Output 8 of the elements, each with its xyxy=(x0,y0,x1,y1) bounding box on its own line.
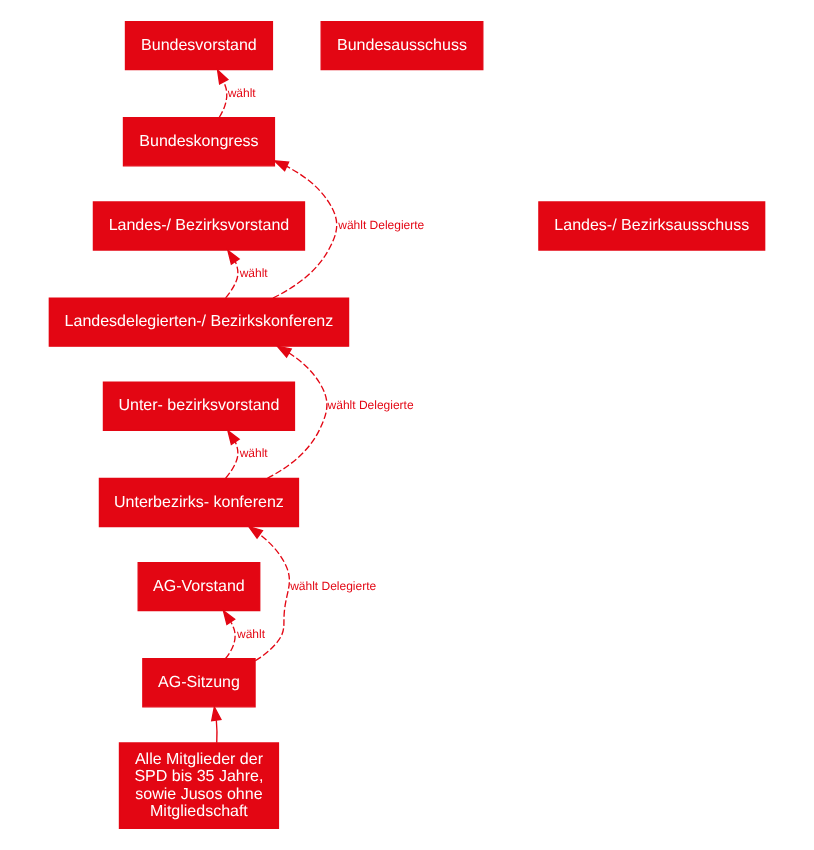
arrow xyxy=(210,704,222,744)
arrow xyxy=(272,159,338,299)
arrow xyxy=(216,68,230,118)
arrow xyxy=(266,345,328,479)
arrow xyxy=(222,609,236,660)
arrow xyxy=(224,429,241,479)
arrow xyxy=(247,525,291,662)
arrow xyxy=(224,248,241,299)
